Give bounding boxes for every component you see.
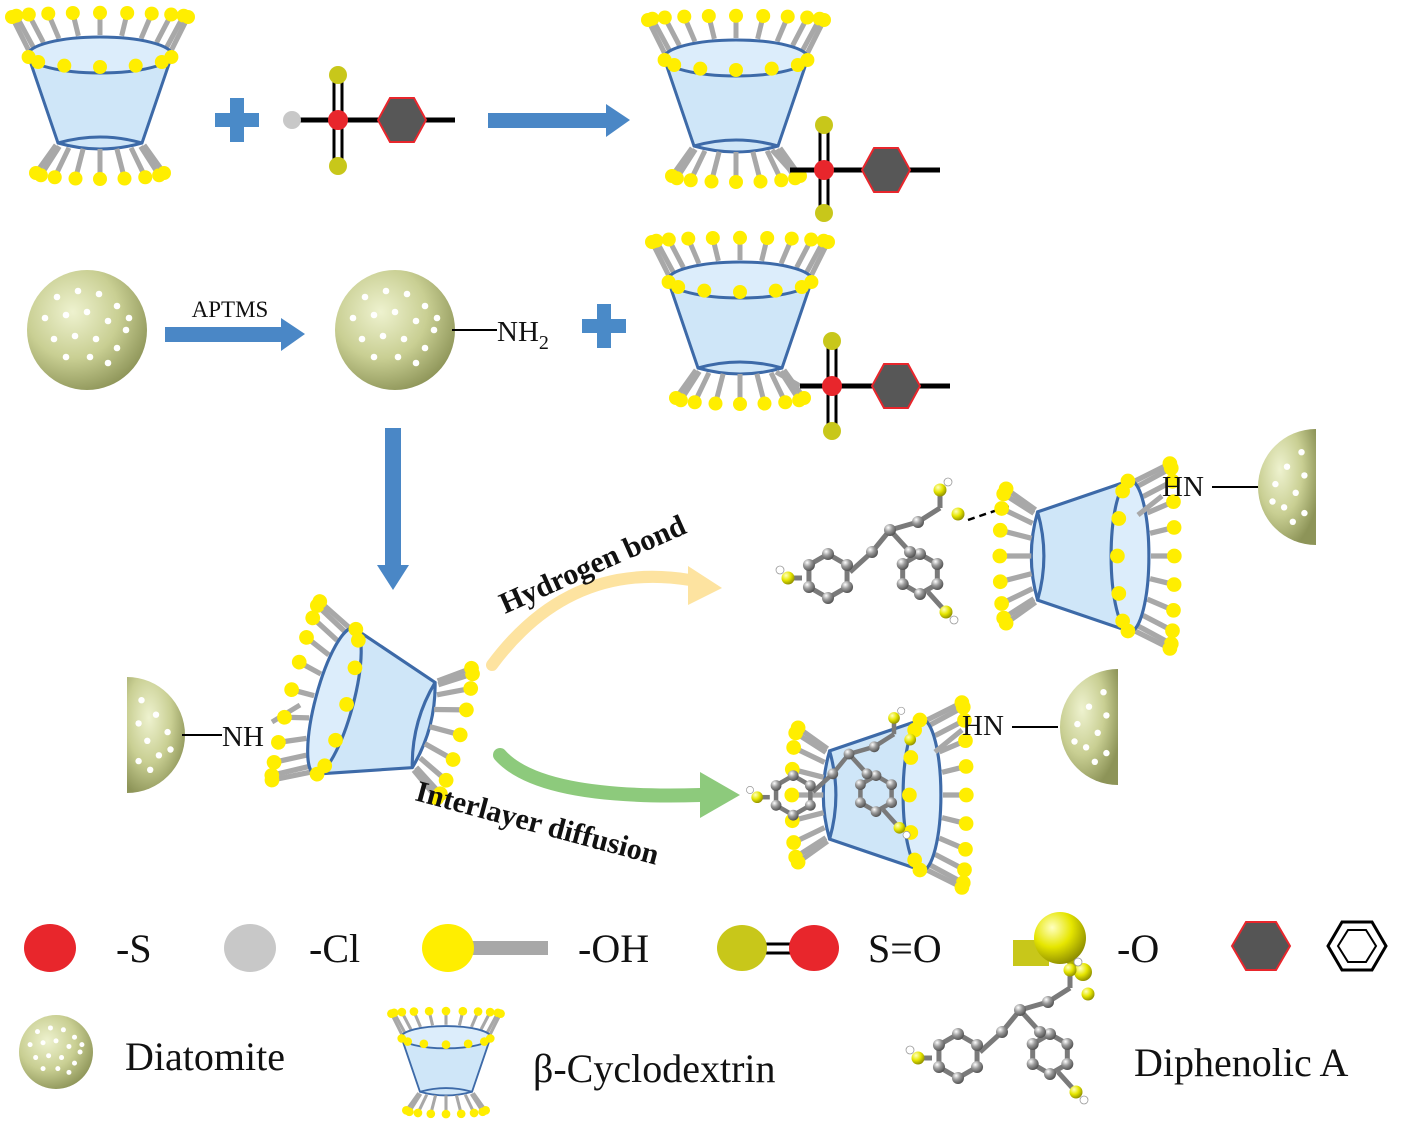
legend-chlorine: -Cl xyxy=(224,924,360,972)
oxygen-ball-icon xyxy=(1034,912,1086,964)
cyclodextrin-cup-middle xyxy=(645,230,835,411)
hn-label-bottom: HN xyxy=(962,710,1004,742)
diatomite-half-left xyxy=(127,677,185,793)
svg-text:β-Cyclodextrin: β-Cyclodextrin xyxy=(533,1046,776,1091)
aptms-label: APTMS xyxy=(192,297,269,322)
benzene-ring-icon xyxy=(1326,920,1388,972)
reaction-arrow-row1 xyxy=(488,104,630,137)
legend-cyclodextrin: β-Cyclodextrin xyxy=(387,1006,776,1119)
diatomite-sphere-amine xyxy=(335,270,455,390)
diphenolic-icon xyxy=(905,957,1095,1105)
sulfur-icon xyxy=(24,924,76,972)
cyclodextrin-cup-top-left xyxy=(5,5,195,186)
legend-oxygen: -O xyxy=(1013,912,1159,981)
legend: -S -Cl -OH S=O -O xyxy=(19,912,1388,1119)
svg-text:Diphenolic A: Diphenolic A xyxy=(1134,1040,1349,1085)
diatomite-half-bottom-right xyxy=(1060,669,1118,785)
svg-text:Diatomite: Diatomite xyxy=(125,1034,285,1079)
legend-hydroxyl: -OH xyxy=(422,924,649,972)
diphenolic-molecule-included xyxy=(746,706,917,839)
chlorine-icon xyxy=(224,924,276,972)
cyclodextrin-cup-diffusion xyxy=(784,695,974,895)
legend-sulfur: -S xyxy=(24,924,152,972)
svg-text:-OH: -OH xyxy=(578,926,649,971)
hydrogen-bond-arrow xyxy=(486,570,696,671)
cyclodextrin-cup-top-right xyxy=(641,8,831,189)
nh2-label: NH2 xyxy=(497,316,549,354)
legend-diphenolic: Diphenolic A xyxy=(905,957,1349,1105)
svg-text:-Cl: -Cl xyxy=(309,926,360,971)
diatomite-sphere-left xyxy=(27,270,147,390)
cyclodextrin-icon xyxy=(387,1006,505,1119)
sulfonyl-chloride-reagent xyxy=(283,66,455,175)
aptms-arrow xyxy=(165,318,305,351)
interlayer-diffusion-arrow xyxy=(493,748,707,803)
cyclodextrin-cup-grafted xyxy=(264,594,480,806)
oxygen-double-bond-icon xyxy=(717,925,767,971)
sulfonyl-group-attached-middle xyxy=(774,332,950,440)
nh-label: NH xyxy=(222,721,264,753)
down-arrow xyxy=(377,428,409,590)
hydroxyl-icon xyxy=(422,924,474,972)
legend-sulfonyl: S=O xyxy=(717,925,942,971)
sulfonyl-group-attached-top xyxy=(770,116,940,222)
diatomite-icon xyxy=(19,1015,93,1089)
plus-icon xyxy=(215,98,259,142)
diatomite-half-top-right xyxy=(1258,429,1316,545)
diphenolic-molecule-hbond xyxy=(775,477,965,625)
legend-diatomite: Diatomite xyxy=(19,1015,285,1089)
benzene-filled-icon xyxy=(1230,921,1292,971)
cyclodextrin-cup-hbond xyxy=(992,456,1182,656)
svg-text:S=O: S=O xyxy=(868,926,942,971)
svg-text:-S: -S xyxy=(116,926,152,971)
legend-benzene xyxy=(1230,920,1388,972)
hn-label-top: HN xyxy=(1162,471,1204,503)
plus-icon-row2 xyxy=(582,304,626,348)
hydrogen-bond-label: Hydrogen bond xyxy=(494,509,691,621)
svg-text:-O: -O xyxy=(1117,926,1159,971)
